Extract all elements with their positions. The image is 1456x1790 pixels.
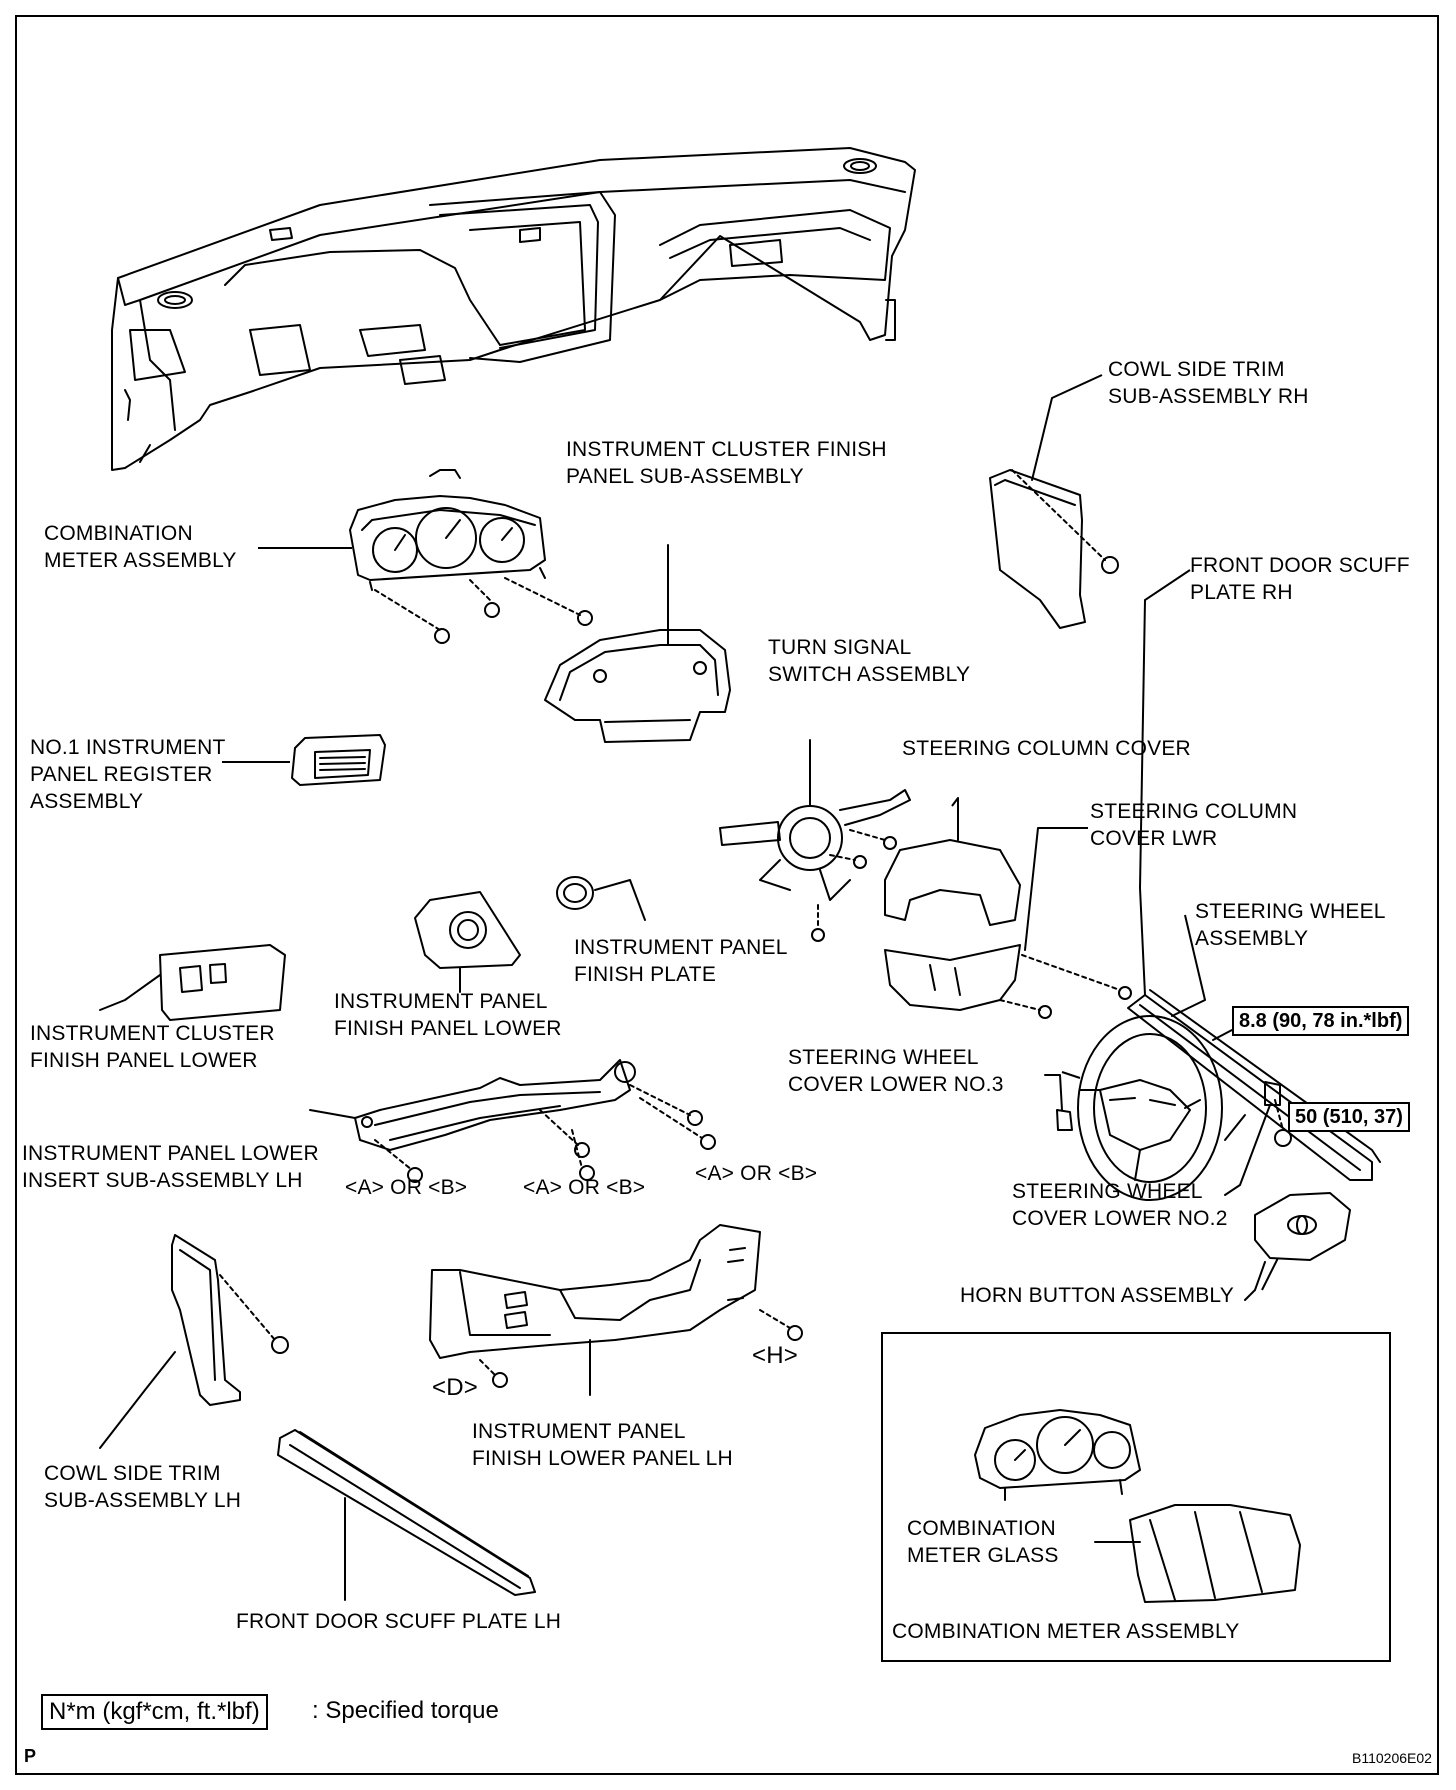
label-horn-button-assembly: HORN BUTTON ASSEMBLY (960, 1284, 1234, 1307)
instrument-panel-drawing (111, 147, 916, 471)
finish-lower-lh-drawing (429, 1224, 803, 1396)
label-a-or-b-1: <A> OR <B> (345, 1176, 468, 1199)
inset-meter-drawing (974, 1409, 1141, 1501)
combination-meter-drawing (349, 469, 546, 591)
lower-insert-screws (374, 1084, 703, 1171)
label-inset-combination-meter-assembly: COMBINATION METER ASSEMBLY (892, 1620, 1240, 1643)
cluster-finish-lower-drawing (99, 944, 286, 1021)
finish-panel-lower-drawing (414, 891, 521, 993)
label-front-door-scuff-plate-lh: FRONT DOOR SCUFF PLATE LH (236, 1610, 562, 1633)
cluster-finish-panel-drawing (544, 544, 731, 743)
horn-button-drawing (1244, 1192, 1351, 1301)
label-mark-d: <D> (432, 1374, 478, 1401)
torque-legend-text: : Specified torque (312, 1697, 499, 1724)
column-cover-lwr-drawing (884, 827, 1132, 1019)
lower-insert-drawing (309, 1059, 636, 1151)
page-letter: P (24, 1746, 37, 1766)
cowl-trim-rh-drawing (989, 397, 1119, 629)
scuff-plate-rh-drawing (1127, 887, 1381, 1181)
register-drawing (291, 734, 386, 786)
meter-screws (374, 577, 581, 631)
column-cover-drawing (884, 797, 1021, 926)
torque-legend-box: N*m (kgf*cm, ft.*lbf) (41, 1694, 268, 1730)
label-a-or-b-3: <A> OR <B> (695, 1162, 818, 1185)
cowl-trim-lh-drawing (99, 1234, 289, 1449)
steering-wheel-drawing (1077, 999, 1223, 1201)
meter-screws-heads (434, 602, 593, 644)
inset-glass-drawing (1094, 1504, 1301, 1603)
figure-code: B110206E02 (1352, 1750, 1432, 1766)
wheel-cover-small-parts (1044, 1074, 1292, 1196)
label-a-or-b-2: <A> OR <B> (523, 1176, 646, 1199)
figure-frame (15, 15, 1439, 1775)
wheel-torque-leaders (1212, 1029, 1246, 1141)
turn-signal-switch-drawing (719, 739, 911, 901)
label-steering-column-cover: STEERING COLUMN COVER (902, 737, 1191, 760)
turn-signal-screws (829, 829, 886, 861)
label-mark-h: <H> (752, 1342, 798, 1369)
scuff-plate-lh-drawing (277, 1429, 536, 1601)
torque-value-wheel-bolt: 50 (510, 37) (1288, 1102, 1410, 1132)
inset-combination-meter-box (881, 1332, 1391, 1662)
torque-value-wheel-nut: 8.8 (90, 78 in.*lbf) (1232, 1006, 1410, 1036)
lower-insert-screw-heads (407, 1110, 716, 1183)
finish-plate-ring-drawing (556, 876, 646, 921)
